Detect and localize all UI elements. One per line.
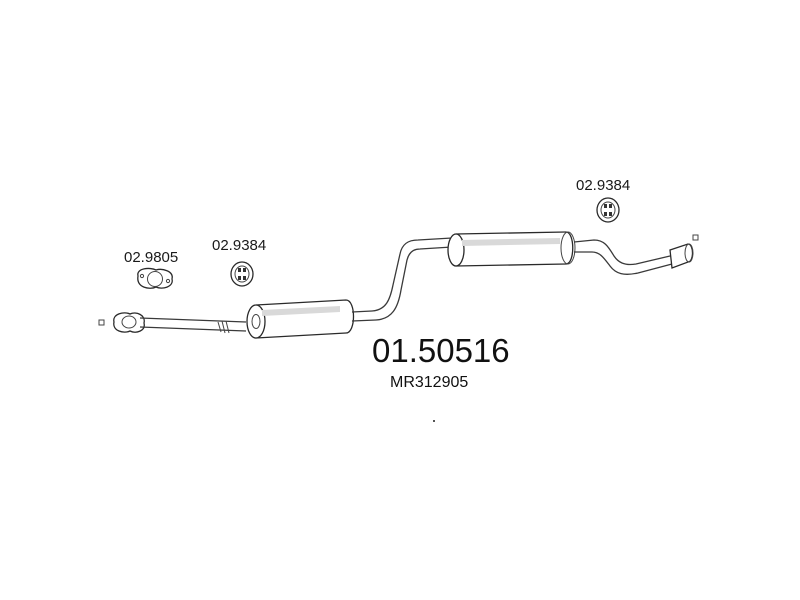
gasket-icon — [137, 267, 173, 289]
rear-end-marker — [692, 234, 699, 241]
rear-silencer — [448, 231, 574, 267]
front-flange — [113, 312, 145, 333]
rubber-mount-rear-icon — [596, 197, 620, 223]
main-part-number: 01.50516 — [372, 332, 510, 369]
rubber-mount-front-icon — [230, 261, 254, 287]
gasket-label: 02.9805 — [124, 249, 178, 266]
exhaust-assembly — [113, 231, 694, 339]
stray-dot — [433, 420, 435, 422]
rubber-mount-front-label: 02.9384 — [212, 237, 266, 254]
front-end-marker — [98, 319, 105, 326]
rubber-mount-rear-label: 02.9384 — [576, 177, 630, 194]
oem-number: MR312905 — [390, 374, 468, 391]
